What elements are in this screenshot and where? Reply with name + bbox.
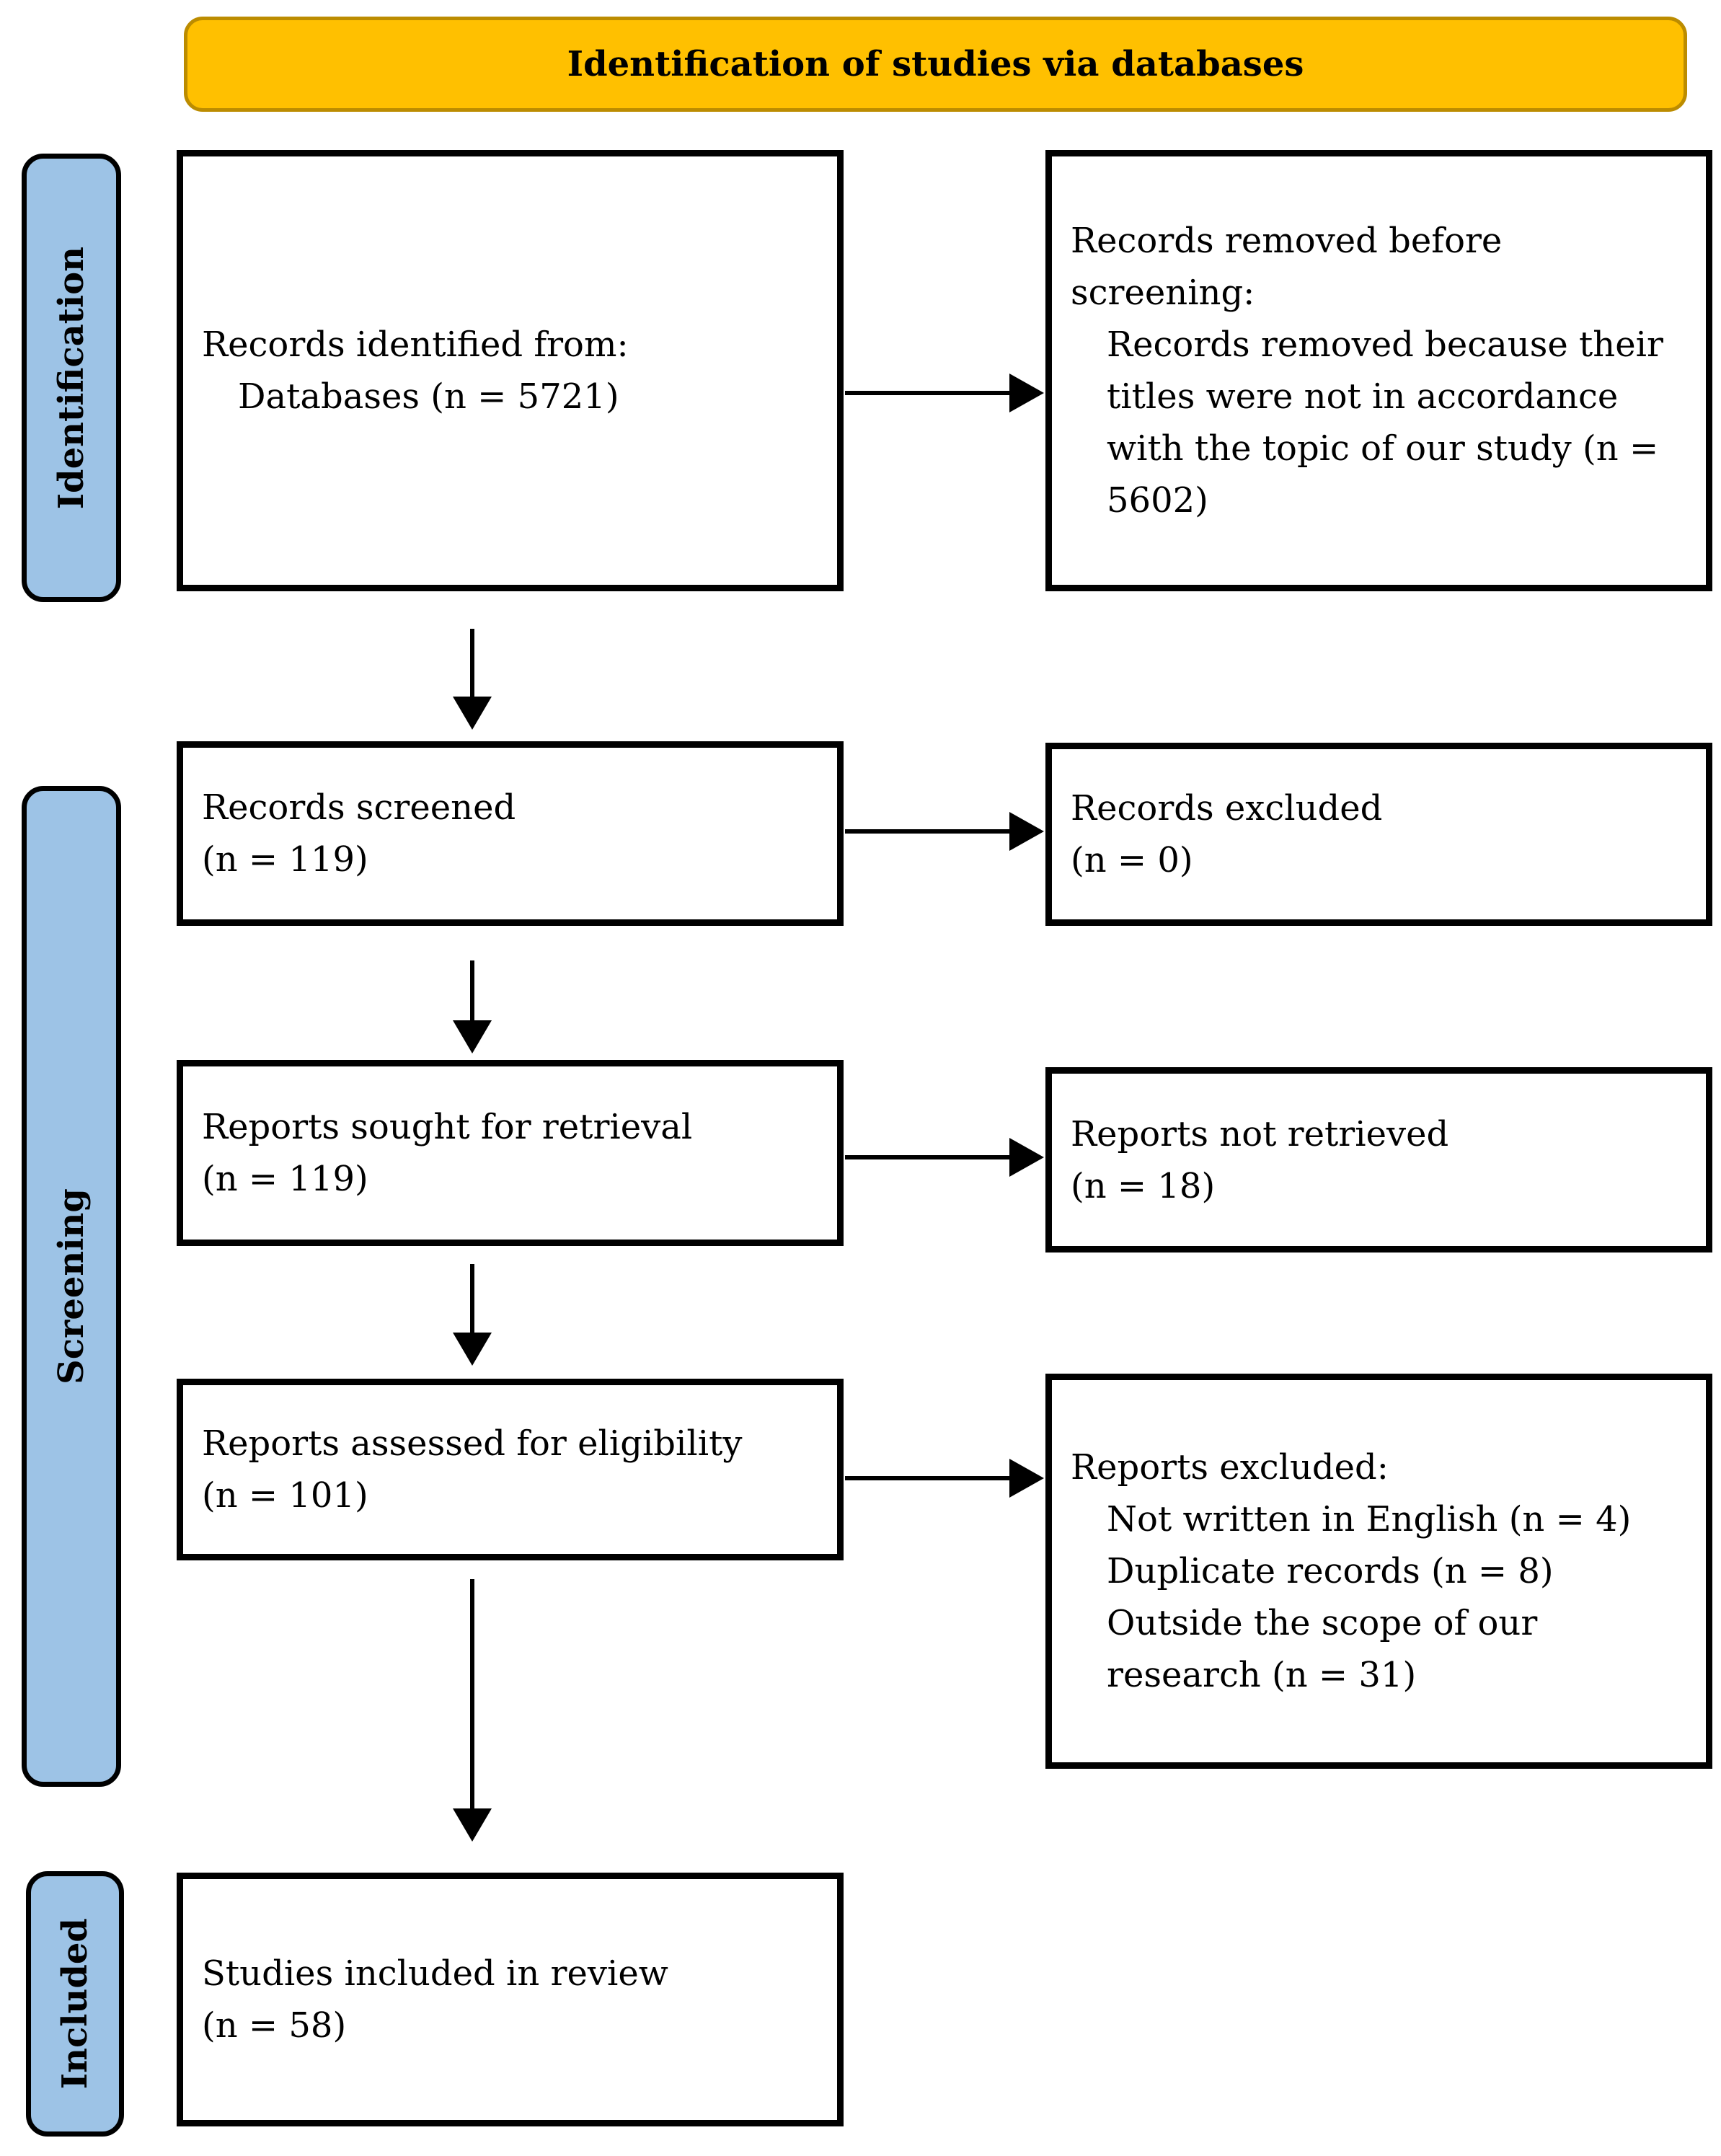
box-studies-included: Studies included in review (n = 58) bbox=[177, 1873, 844, 2126]
arrow-line bbox=[845, 1155, 1009, 1159]
box-records-removed-before-screening: Records removed before screening: Record… bbox=[1045, 150, 1712, 591]
banner-identification-of-studies: Identification of studies via databases bbox=[184, 17, 1687, 112]
arrow-line bbox=[470, 629, 474, 698]
records-screened-title: Records screened bbox=[202, 787, 516, 828]
arrow-head bbox=[1009, 1138, 1044, 1177]
banner-label: Identification of studies via databases bbox=[567, 44, 1304, 84]
box-reports-assessed: Reports assessed for eligibility (n = 10… bbox=[177, 1379, 844, 1560]
stage-label-identification-text: Identification bbox=[51, 246, 92, 510]
box-reports-sought: Reports sought for retrieval (n = 119) bbox=[177, 1060, 844, 1246]
stage-label-identification: Identification bbox=[22, 154, 121, 602]
box-reports-not-retrieved: Reports not retrieved (n = 18) bbox=[1045, 1067, 1712, 1252]
reports-sought-title: Reports sought for retrieval bbox=[202, 1107, 693, 1147]
arrow-head bbox=[1009, 1459, 1044, 1498]
reports-not-retrieved-title: Reports not retrieved bbox=[1071, 1113, 1449, 1154]
stage-label-screening: Screening bbox=[22, 786, 121, 1787]
arrow-line bbox=[470, 960, 474, 1022]
records-excluded-count: (n = 0) bbox=[1071, 840, 1193, 880]
records-excluded-title: Records excluded bbox=[1071, 788, 1383, 829]
stage-label-included-text: Included bbox=[55, 1918, 95, 2090]
box-reports-excluded: Reports excluded: Not written in English… bbox=[1045, 1374, 1712, 1769]
reports-assessed-count: (n = 101) bbox=[202, 1475, 368, 1516]
reports-excluded-reason-2: Duplicate records (n = 8) bbox=[1107, 1551, 1554, 1591]
reports-assessed-title: Reports assessed for eligibility bbox=[202, 1423, 743, 1464]
reports-not-retrieved-count: (n = 18) bbox=[1071, 1165, 1216, 1206]
arrow-head bbox=[453, 697, 492, 730]
records-removed-title: Records removed before screening: bbox=[1071, 221, 1503, 313]
stage-label-screening-text: Screening bbox=[51, 1188, 92, 1384]
arrow-line bbox=[470, 1579, 474, 1810]
arrow-line bbox=[845, 829, 1009, 834]
records-identified-line1: Records identified from: bbox=[202, 324, 629, 365]
arrow-line bbox=[845, 1476, 1009, 1480]
box-records-excluded: Records excluded (n = 0) bbox=[1045, 743, 1712, 926]
arrow-line bbox=[470, 1264, 474, 1334]
studies-included-title: Studies included in review bbox=[202, 1953, 668, 1994]
reports-excluded-reason-3: Outside the scope of our research (n = 3… bbox=[1107, 1603, 1538, 1695]
stage-label-included: Included bbox=[26, 1871, 124, 2137]
arrow-head bbox=[453, 1808, 492, 1842]
reports-excluded-title: Reports excluded: bbox=[1071, 1447, 1389, 1488]
arrow-head bbox=[1009, 812, 1044, 851]
records-identified-line2: Databases (n = 5721) bbox=[238, 376, 619, 417]
records-removed-reason-1: Records removed because their titles wer… bbox=[1107, 324, 1663, 521]
arrow-head bbox=[1009, 374, 1044, 412]
box-records-screened: Records screened (n = 119) bbox=[177, 741, 844, 926]
arrow-line bbox=[845, 391, 1009, 395]
reports-excluded-reason-1: Not written in English (n = 4) bbox=[1107, 1499, 1632, 1539]
studies-included-count: (n = 58) bbox=[202, 2005, 347, 2046]
records-screened-count: (n = 119) bbox=[202, 839, 368, 880]
arrow-head bbox=[453, 1020, 492, 1053]
arrow-head bbox=[453, 1333, 492, 1366]
box-records-identified: Records identified from: Databases (n = … bbox=[177, 150, 844, 591]
reports-sought-count: (n = 119) bbox=[202, 1159, 368, 1199]
